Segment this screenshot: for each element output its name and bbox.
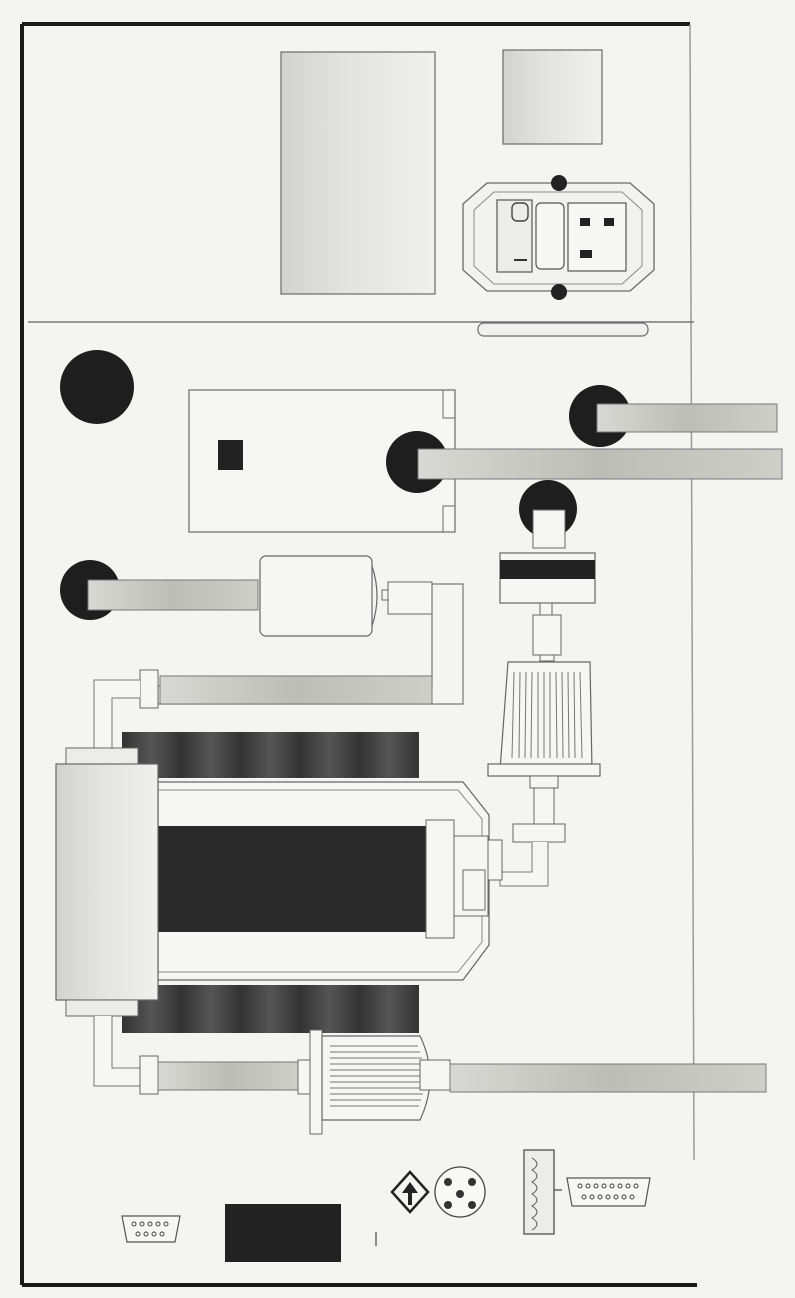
filter-cartridge-icon	[487, 661, 601, 843]
terminal-strip	[523, 1149, 562, 1235]
db9-connector-icon	[121, 1215, 181, 1243]
label-plate	[280, 51, 436, 295]
small-plate	[502, 49, 603, 145]
fuse-holder	[535, 202, 565, 270]
tube-lower-left	[157, 1061, 299, 1091]
filter-assembly-top	[499, 480, 596, 662]
pipe-filter-to-coil	[499, 842, 549, 887]
side-tank	[55, 747, 159, 1017]
iec-socket	[567, 202, 627, 272]
din-connector-icon	[434, 1166, 486, 1218]
tube-upper	[596, 403, 778, 433]
coil-lower	[122, 985, 419, 1033]
lower-pump-filter	[297, 1029, 451, 1135]
power-inlet-icon	[462, 175, 655, 300]
heat-exchanger-icon	[122, 732, 419, 778]
tube-left	[87, 579, 259, 611]
main-reservoir	[157, 781, 503, 981]
display-window	[225, 1204, 341, 1262]
tube-upper-left	[159, 675, 433, 705]
power-switch	[496, 199, 533, 273]
housing-frame	[20, 22, 697, 1287]
handle-slot	[477, 322, 649, 337]
indicator-square	[218, 440, 243, 470]
tube-middle	[417, 448, 783, 480]
pump-icon	[259, 555, 433, 637]
tube-lower-right	[449, 1063, 767, 1093]
usb-symbol-icon	[390, 1170, 430, 1214]
round-port-top-left	[60, 350, 134, 424]
db15-connector-icon	[566, 1177, 651, 1207]
